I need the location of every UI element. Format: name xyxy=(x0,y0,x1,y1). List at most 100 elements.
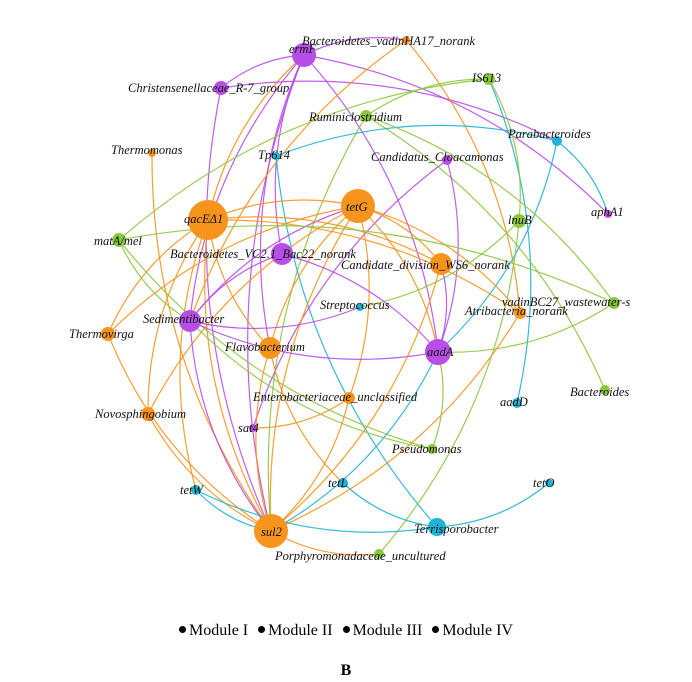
legend-label: Module III xyxy=(352,622,423,639)
edge-strep-sedim xyxy=(189,306,361,330)
edge-ermF-flavo xyxy=(259,54,305,349)
node-tetL xyxy=(338,478,348,488)
edge-mata-vadbc xyxy=(118,225,615,304)
edge-tetG-sul2 xyxy=(269,205,359,532)
legend-label: Module I xyxy=(189,622,249,639)
edge-parab-tp614 xyxy=(275,124,558,157)
node-label-is613: IS613 xyxy=(471,71,501,85)
edge-ermF-aadA xyxy=(303,54,439,353)
node-label-bvc2: Bacteroidetes_VC2.1_Bac22_norank xyxy=(170,247,356,261)
edge-tp614-terris xyxy=(275,155,438,528)
node-bvh17 xyxy=(402,36,410,44)
node-label-qac: qacEΔ1 xyxy=(184,212,223,226)
node-label-tetG: tetG xyxy=(346,200,368,214)
edge-entero-sul2 xyxy=(270,397,350,532)
node-tetO xyxy=(545,479,553,487)
node-parab xyxy=(552,136,562,146)
node-label-vadbc: vadinBC27_wastewater-s xyxy=(502,295,630,309)
node-bvc2 xyxy=(271,243,293,265)
edge-rumin-bacter xyxy=(365,115,606,391)
edge-vadbc-aadA xyxy=(437,302,615,353)
edge-rumin-sul2 xyxy=(267,115,367,532)
edge-tetG-thermov xyxy=(107,205,359,335)
node-label-strep: Streptococcus xyxy=(320,298,390,312)
node-label-flavo: Flavobacterium xyxy=(224,340,305,354)
edge-atrib-sul2 xyxy=(270,312,521,532)
edge-qac-ws6 xyxy=(207,216,442,265)
labels-layer: ermFBacteroidetes_vadinHA17_norankIS613C… xyxy=(69,34,630,563)
node-tp614 xyxy=(272,152,280,160)
edge-flavo-sul2 xyxy=(255,347,272,532)
legend-item-module-3: Module III xyxy=(342,622,423,640)
nodes-layer xyxy=(101,36,620,559)
edge-chr7-parab xyxy=(220,80,558,142)
node-is613 xyxy=(483,73,495,85)
node-label-porph: Porphyromonadaceae_uncultured xyxy=(274,549,446,563)
node-label-lnuB: lnuB xyxy=(508,213,532,227)
node-label-sul2: sul2 xyxy=(261,525,282,539)
node-label-tetW: tetW xyxy=(180,483,204,497)
node-ws6 xyxy=(430,253,452,275)
legend-label: Module IV xyxy=(442,622,513,639)
legend-item-module-2: Module II xyxy=(258,622,333,640)
edge-qac-tetW xyxy=(179,219,209,491)
legend-dot-icon xyxy=(258,625,266,633)
edge-sedim-sul2 xyxy=(189,320,272,532)
edge-bvc2-aadA xyxy=(281,253,439,353)
node-label-entero: Enterobacteriaceae_unclassified xyxy=(252,390,418,404)
node-label-thermom: Thermomonas xyxy=(111,143,183,157)
node-label-pseudo: Pseudomonas xyxy=(391,442,462,456)
edge-cloac-aadA xyxy=(437,159,459,353)
node-apha1 xyxy=(604,210,612,218)
edge-flavo-tetL xyxy=(269,347,344,484)
edge-qac-novos xyxy=(147,219,209,415)
node-ermF xyxy=(292,43,316,67)
edge-tetL-terris xyxy=(342,482,438,528)
node-sul2 xyxy=(254,514,288,548)
edge-bvh17-sedim xyxy=(189,39,407,322)
edge-entero-sat4 xyxy=(252,397,350,429)
node-chr7 xyxy=(214,81,228,95)
node-aadA xyxy=(425,339,451,365)
edge-aadA-pseudo xyxy=(431,351,444,450)
node-thermom xyxy=(148,149,156,157)
edge-mata-pseudo xyxy=(118,239,433,450)
node-label-ermF: ermF xyxy=(289,42,316,56)
node-mata xyxy=(112,233,126,247)
node-bacter xyxy=(600,385,610,395)
node-label-ws6: Candidate_division_WS6_norank xyxy=(341,258,510,272)
node-pseudo xyxy=(427,444,437,454)
edge-ermF-qac xyxy=(207,54,305,221)
node-label-thermov: Thermovirga xyxy=(69,327,134,341)
legend-label: Module II xyxy=(268,622,333,639)
node-lnuB xyxy=(512,214,526,228)
edge-tetG-entero xyxy=(348,205,370,399)
node-label-rumin: Ruminiclostridium xyxy=(308,110,402,124)
node-label-apha1: aphA1 xyxy=(591,205,624,219)
edge-parab-aadA xyxy=(437,140,558,353)
node-label-tp614: Tp614 xyxy=(258,148,290,162)
edge-aadA-sul2 xyxy=(270,351,439,532)
node-label-sedim: Sedimentibacter xyxy=(143,312,224,326)
node-tetG xyxy=(341,189,375,223)
legend-item-module-4: Module IV xyxy=(432,622,513,640)
legend-dot-icon xyxy=(179,625,187,633)
edge-ws6-sul2 xyxy=(270,263,442,532)
node-label-parab: Parabacteroides xyxy=(507,127,591,141)
node-sedim xyxy=(179,310,201,332)
node-label-chr7: Christensenellaceae_R-7_group xyxy=(128,81,289,95)
edges-layer xyxy=(107,37,615,556)
node-thermov xyxy=(101,327,115,341)
edge-thermom-sul2 xyxy=(151,152,272,532)
edge-bvc2-sedim xyxy=(189,253,283,322)
node-qac xyxy=(188,200,228,240)
node-flavo xyxy=(259,337,281,359)
edge-sedim-aadA xyxy=(189,320,439,360)
network-diagram: ermFBacteroidetes_vadinHA17_norankIS613C… xyxy=(69,34,630,563)
edge-tetG-atrib xyxy=(357,205,521,314)
node-label-aadD: aadD xyxy=(500,395,528,409)
node-sat4 xyxy=(249,424,257,432)
node-terris xyxy=(428,518,446,536)
legend-dot-icon xyxy=(432,625,440,633)
node-rumin xyxy=(360,110,372,122)
